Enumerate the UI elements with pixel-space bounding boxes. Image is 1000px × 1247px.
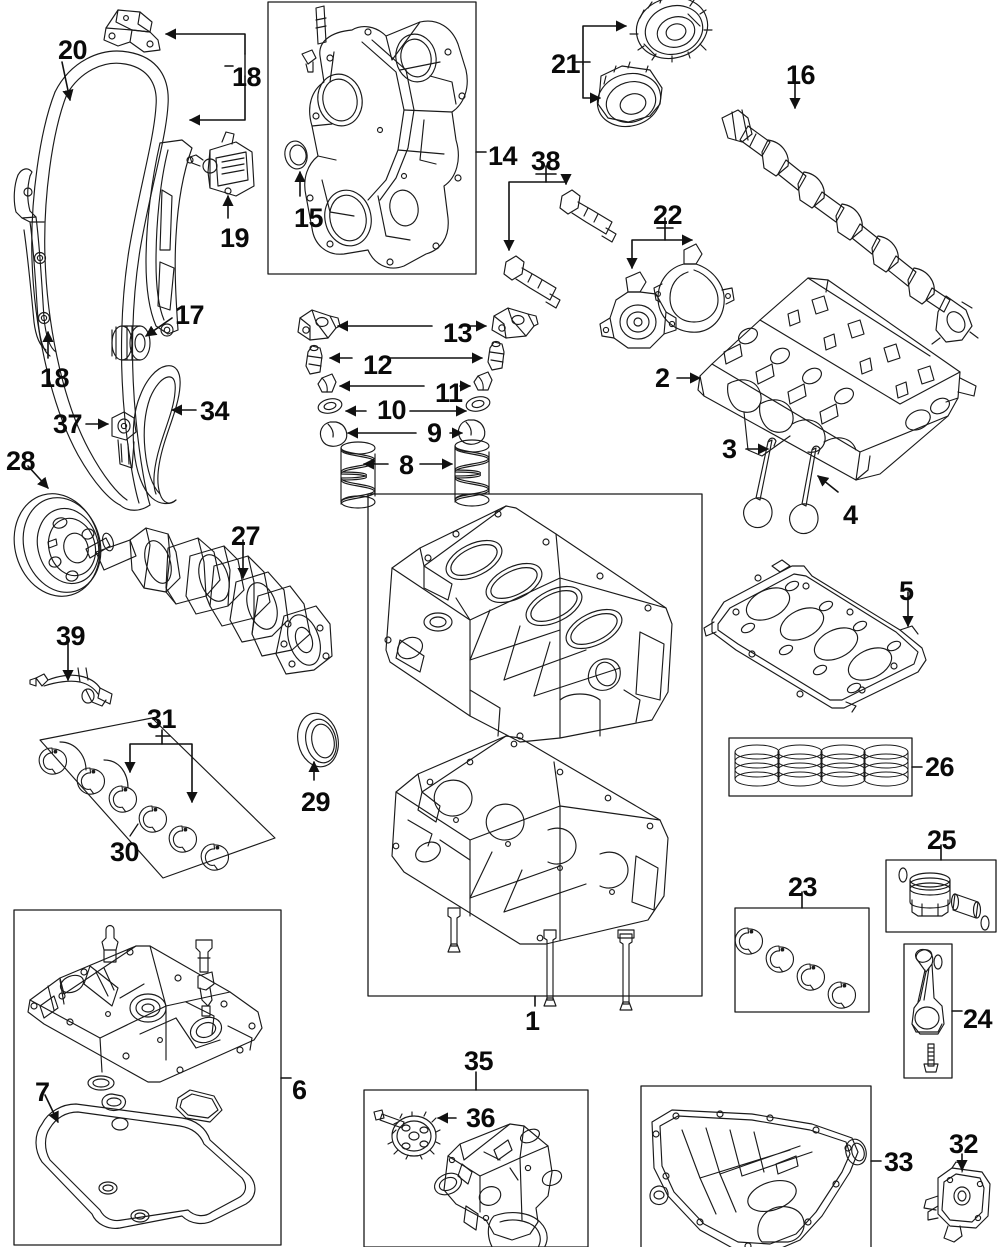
callout-label-31: 31 xyxy=(147,704,177,734)
callout-label-27: 27 xyxy=(231,521,261,551)
camshaft-part16 xyxy=(721,109,979,345)
callout-label-21: 21 xyxy=(551,49,581,79)
timing-cover-part14 xyxy=(301,5,468,269)
callout-label-5: 5 xyxy=(899,576,914,606)
rear-crank-seal-part29 xyxy=(297,712,339,768)
callout-label-6: 6 xyxy=(292,1075,307,1105)
callout-label-12: 12 xyxy=(363,350,393,380)
callout-label-25: 25 xyxy=(927,825,957,855)
callout-label-38: 38 xyxy=(531,146,561,176)
panel-frames xyxy=(13,1,997,1247)
engine-block-part1 xyxy=(384,505,673,1011)
crank-sensor-part39 xyxy=(29,667,113,707)
lash-adjuster-part12 xyxy=(305,340,505,375)
callout-label-2: 2 xyxy=(655,363,670,393)
callout-label-15: 15 xyxy=(294,203,324,233)
piston-ring-set-part26 xyxy=(734,744,909,787)
callout-label-22: 22 xyxy=(653,200,683,230)
callout-label-26: 26 xyxy=(925,752,955,782)
callout-label-32: 32 xyxy=(949,1129,979,1159)
oil-chain-tensioner-part37 xyxy=(111,411,137,469)
crankshaft-part27 xyxy=(95,527,333,675)
callout-label-28: 28 xyxy=(6,446,36,476)
connecting-rod-part24 xyxy=(911,948,945,1073)
callout-label-3: 3 xyxy=(722,434,737,464)
callout-label-8: 8 xyxy=(399,450,414,480)
valve-spring-part8 xyxy=(340,439,490,509)
head-gasket-part5 xyxy=(703,559,927,713)
callout-label-10: 10 xyxy=(377,395,407,425)
callout-label-37: 37 xyxy=(53,409,83,439)
cylinder-head-part2 xyxy=(697,277,977,481)
callout-label-9: 9 xyxy=(427,418,442,448)
callout-label-35: 35 xyxy=(464,1046,494,1076)
oil-pump-part35 xyxy=(373,1109,563,1247)
crank-pulley-part28 xyxy=(13,493,114,597)
callout-label-16: 16 xyxy=(786,60,816,90)
crank-sprocket-part17 xyxy=(111,325,151,361)
callout-label-7: 7 xyxy=(35,1077,50,1107)
callout-label-23: 23 xyxy=(788,872,818,902)
timing-chain-part20 xyxy=(31,50,169,511)
main-bearing-set-part30 xyxy=(37,717,276,879)
callout-label-14: 14 xyxy=(488,141,518,171)
chain-guide-part18 xyxy=(145,139,193,337)
valve-cover-part6 xyxy=(27,924,263,1229)
camshaft-phaser-part21 xyxy=(596,0,713,128)
callout-label-1: 1 xyxy=(525,1006,540,1036)
chain-tensioner-part19 xyxy=(186,131,255,197)
chain-guide-rail-part18b xyxy=(13,168,57,357)
callout-label-34: 34 xyxy=(200,396,230,426)
cam-sensor-part38 xyxy=(503,189,617,309)
front-crank-seal-part15 xyxy=(284,140,308,170)
valve-part4 xyxy=(789,445,821,535)
valve-part3 xyxy=(743,437,777,529)
callout-label-24: 24 xyxy=(963,1004,993,1034)
callout-label-18b: 18 xyxy=(40,363,70,393)
chain-guide-bracket-part18 xyxy=(103,9,161,53)
rocker-arm-part13 xyxy=(297,307,539,341)
callout-label-36: 36 xyxy=(466,1103,496,1133)
callout-label-19: 19 xyxy=(220,223,250,253)
callout-label-33: 33 xyxy=(884,1147,914,1177)
oil-pump-chain-part34 xyxy=(132,365,181,505)
oil-pan-part33 xyxy=(649,1109,867,1247)
oil-control-valve-part22 xyxy=(599,243,735,349)
oil-cooler-part32 xyxy=(923,1161,991,1243)
valve-retainer-part9 xyxy=(319,419,486,447)
piston-part25 xyxy=(898,867,990,931)
valve-keeper-part11 xyxy=(317,371,493,393)
callout-label-30: 30 xyxy=(110,837,140,867)
callout-label-13: 13 xyxy=(443,318,473,348)
callout-label-29: 29 xyxy=(301,787,331,817)
callout-label-4: 4 xyxy=(843,500,858,530)
rod-bearing-set-part23 xyxy=(733,925,858,1011)
callout-label-39: 39 xyxy=(56,621,86,651)
callout-label-11: 11 xyxy=(435,378,463,408)
callout-label-20: 20 xyxy=(58,35,88,65)
callout-label-17: 17 xyxy=(175,300,205,330)
callout-label-18: 18 xyxy=(232,62,262,92)
